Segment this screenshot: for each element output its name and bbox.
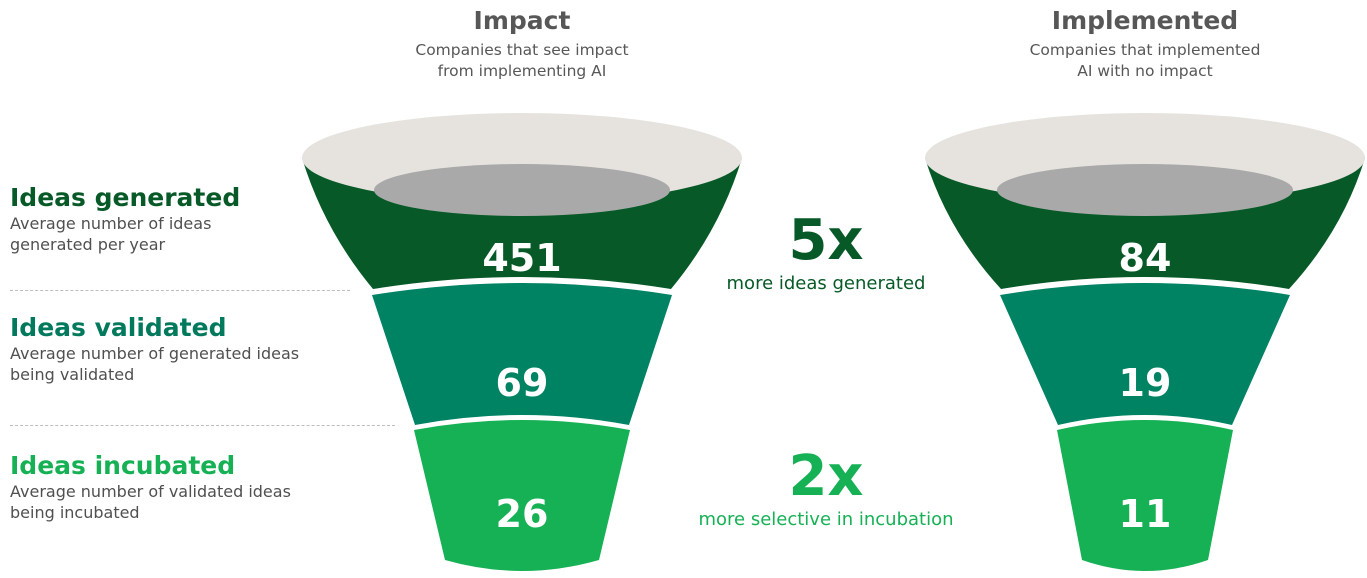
funnel-implemented-stage-incubated — [1057, 420, 1233, 571]
impact-value-validated: 69 — [495, 361, 549, 405]
stage-divider — [10, 290, 350, 291]
stage-title: Ideas generated — [10, 183, 241, 212]
stage-divider — [10, 425, 395, 426]
funnel-impact — [302, 113, 742, 571]
stage-ideas-generated: Ideas generated Average number of ideas … — [10, 183, 310, 255]
funnel-title: Implemented — [1051, 6, 1239, 35]
funnel-subtitle: Companies that implemented AI with no im… — [1029, 41, 1261, 80]
stage-ideas-validated: Ideas validated Average number of genera… — [10, 313, 310, 385]
stage-description: Average number of generated ideas being … — [10, 344, 300, 384]
funnel-subtitle: Companies that see impact from implement… — [415, 41, 629, 80]
stage-title: Ideas incubated — [10, 451, 236, 480]
stage-description: Average number of validated ideas being … — [10, 482, 291, 522]
funnel-implemented-opening — [997, 164, 1293, 216]
funnel-impact-opening — [374, 164, 670, 216]
implemented-value-validated: 19 — [1118, 361, 1172, 405]
funnel-implemented-header: Implemented Companies that implemented A… — [985, 6, 1305, 82]
funnel-implemented-stage-validated — [1000, 283, 1290, 425]
impact-value-generated: 451 — [482, 236, 562, 280]
funnel-impact-stage-incubated — [414, 420, 630, 571]
funnel-implemented — [925, 113, 1365, 571]
implemented-value-generated: 84 — [1118, 236, 1172, 280]
comparison-generated: 5x more ideas generated — [666, 210, 986, 296]
stage-description: Average number of ideas generated per ye… — [10, 214, 212, 254]
funnel-title: Impact — [473, 6, 571, 35]
comparison-text: more selective in incubation — [698, 509, 954, 530]
stage-ideas-incubated: Ideas incubated Average number of valida… — [10, 451, 310, 523]
comparison-multiplier: 2x — [788, 444, 864, 509]
funnel-impact-header: Impact Companies that see impact from im… — [362, 6, 682, 82]
implemented-value-incubated: 11 — [1118, 492, 1172, 536]
funnel-impact-stage-validated — [372, 283, 672, 425]
stage-title: Ideas validated — [10, 313, 227, 342]
comparison-text: more ideas generated — [726, 273, 926, 294]
comparison-multiplier: 5x — [788, 208, 864, 273]
impact-value-incubated: 26 — [495, 492, 549, 536]
comparison-incubated: 2x more selective in incubation — [666, 446, 986, 532]
